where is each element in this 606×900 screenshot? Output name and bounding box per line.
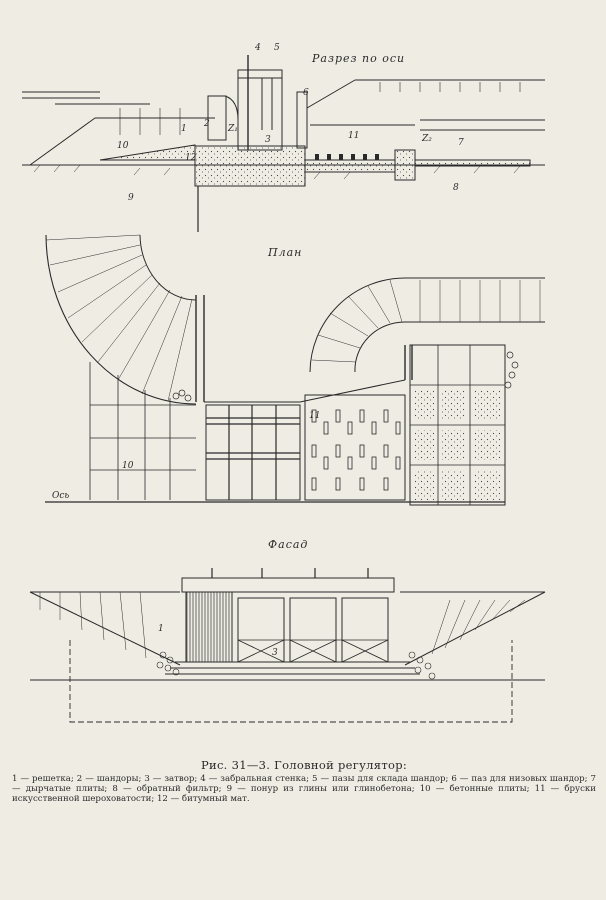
label-10: 10 [117, 141, 129, 151]
plan-view: План [45, 234, 545, 506]
plan-labels: Ось 10 11 [52, 411, 320, 501]
facade-label-1: 1 [158, 624, 164, 634]
caption-title: Рис. 31—3. Головной регулятор: [200, 758, 408, 772]
label-9: 9 [128, 193, 134, 203]
label-8: 8 [453, 183, 459, 193]
drawing: Разрез по оси [22, 43, 546, 723]
facade-label-3: 3 [272, 648, 278, 658]
axis-label: Ось [52, 491, 69, 501]
figure-caption: Рис. 31—3. Головной регулятор: 1 — решет… [12, 758, 596, 804]
label-5: 5 [274, 43, 280, 53]
label-11: 11 [348, 131, 359, 141]
plan-label-11: 11 [309, 411, 320, 421]
label-1: 1 [181, 124, 187, 134]
caption-body: 1 — решетка; 2 — шандоры; 3 — затвор; 4 … [12, 774, 596, 804]
label-7: 7 [458, 138, 464, 148]
label-3: 3 [265, 135, 271, 145]
facade-labels: 1 3 [158, 624, 278, 658]
plan-label-10: 10 [122, 461, 134, 471]
facade-title: Фасад [268, 538, 308, 551]
label-6: 6 [303, 88, 309, 98]
plan-title: План [267, 246, 302, 259]
label-2: 2 [203, 119, 210, 129]
section-view: Разрез по оси [22, 52, 545, 232]
label-12: 12 [185, 153, 197, 163]
label-z2: Z₂ [421, 134, 432, 144]
label-z1: Z₁ [227, 124, 238, 134]
facade-view: Фасад [29, 538, 546, 723]
section-labels: 4 5 6 1 2 3 Z₁ Z₂ 10 12 11 7 9 8 [117, 43, 464, 203]
section-title: Разрез по оси [311, 52, 405, 65]
label-4: 4 [254, 43, 261, 53]
